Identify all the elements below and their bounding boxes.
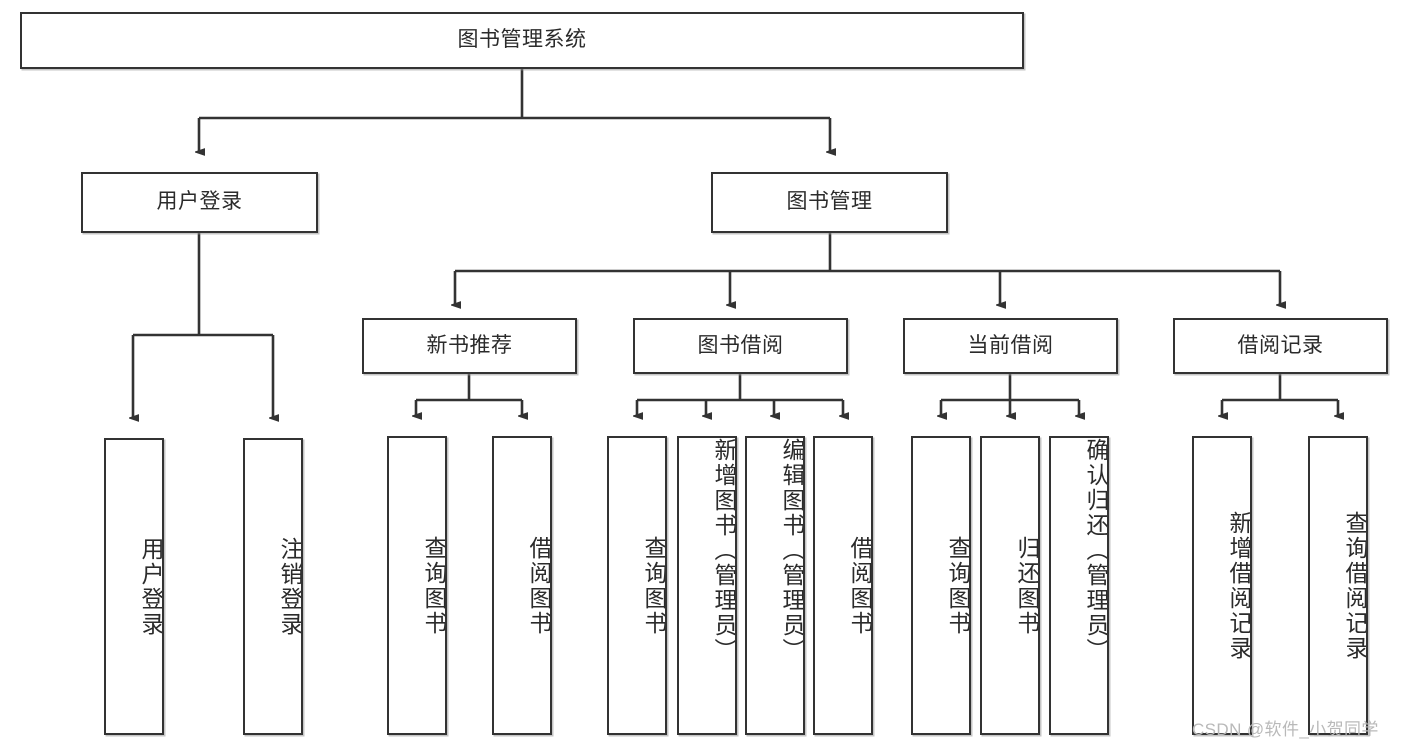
node-leaf-borrow-book-1[interactable]: 借阅图书 [492, 436, 552, 735]
node-borrow-record-label: 借阅记录 [1237, 333, 1324, 357]
csdn-watermark: CSDN @软件_小贺同学 [1192, 720, 1379, 739]
node-leaf-query-record-label: 查询借阅记录 [1342, 510, 1368, 661]
node-borrow-record[interactable]: 借阅记录 [1173, 318, 1388, 374]
node-leaf-add-record-label: 新增借阅记录 [1226, 510, 1252, 661]
node-leaf-borrow-book-2[interactable]: 借阅图书 [813, 436, 873, 735]
node-root-label: 图书管理系统 [457, 28, 587, 52]
node-current-borrow-label: 当前借阅 [967, 333, 1054, 357]
node-leaf-edit-book[interactable]: 编辑图书（管理员） [745, 436, 805, 735]
node-leaf-logout-login-label: 注销登录 [277, 536, 303, 637]
node-leaf-query-book-1[interactable]: 查询图书 [387, 436, 447, 735]
node-leaf-query-book-3-label: 查询图书 [945, 535, 971, 636]
node-leaf-query-record[interactable]: 查询借阅记录 [1308, 436, 1368, 735]
node-leaf-query-book-3[interactable]: 查询图书 [911, 436, 971, 735]
node-leaf-borrow-book-2-label: 借阅图书 [847, 535, 873, 636]
node-leaf-add-record[interactable]: 新增借阅记录 [1192, 436, 1252, 735]
node-current-borrow[interactable]: 当前借阅 [903, 318, 1118, 374]
node-leaf-query-book-2-label: 查询图书 [641, 535, 667, 636]
node-user-login-label: 用户登录 [156, 190, 243, 214]
node-book-manage[interactable]: 图书管理 [711, 172, 948, 233]
node-leaf-user-login-label: 用户登录 [138, 536, 164, 637]
node-book-borrow-label: 图书借阅 [697, 333, 784, 357]
node-leaf-confirm-return[interactable]: 确认归还（管理员） [1049, 436, 1109, 735]
node-leaf-edit-book-label: 编辑图书（管理员） [779, 438, 805, 663]
node-leaf-query-book-2[interactable]: 查询图书 [607, 436, 667, 735]
node-leaf-confirm-return-label: 确认归还（管理员） [1083, 438, 1109, 663]
node-new-book-recommend-label: 新书推荐 [426, 333, 513, 357]
node-user-login[interactable]: 用户登录 [81, 172, 318, 233]
node-leaf-user-login[interactable]: 用户登录 [104, 438, 164, 735]
node-leaf-add-book[interactable]: 新增图书（管理员） [677, 436, 737, 735]
node-leaf-query-book-1-label: 查询图书 [421, 535, 447, 636]
node-leaf-borrow-book-1-label: 借阅图书 [526, 535, 552, 636]
node-leaf-return-book[interactable]: 归还图书 [980, 436, 1040, 735]
node-new-book-recommend[interactable]: 新书推荐 [362, 318, 577, 374]
node-leaf-return-book-label: 归还图书 [1014, 535, 1040, 636]
node-leaf-logout-login[interactable]: 注销登录 [243, 438, 303, 735]
node-book-borrow[interactable]: 图书借阅 [633, 318, 848, 374]
node-leaf-add-book-label: 新增图书（管理员） [711, 438, 737, 663]
node-root[interactable]: 图书管理系统 [20, 12, 1024, 69]
node-book-manage-label: 图书管理 [786, 190, 873, 214]
